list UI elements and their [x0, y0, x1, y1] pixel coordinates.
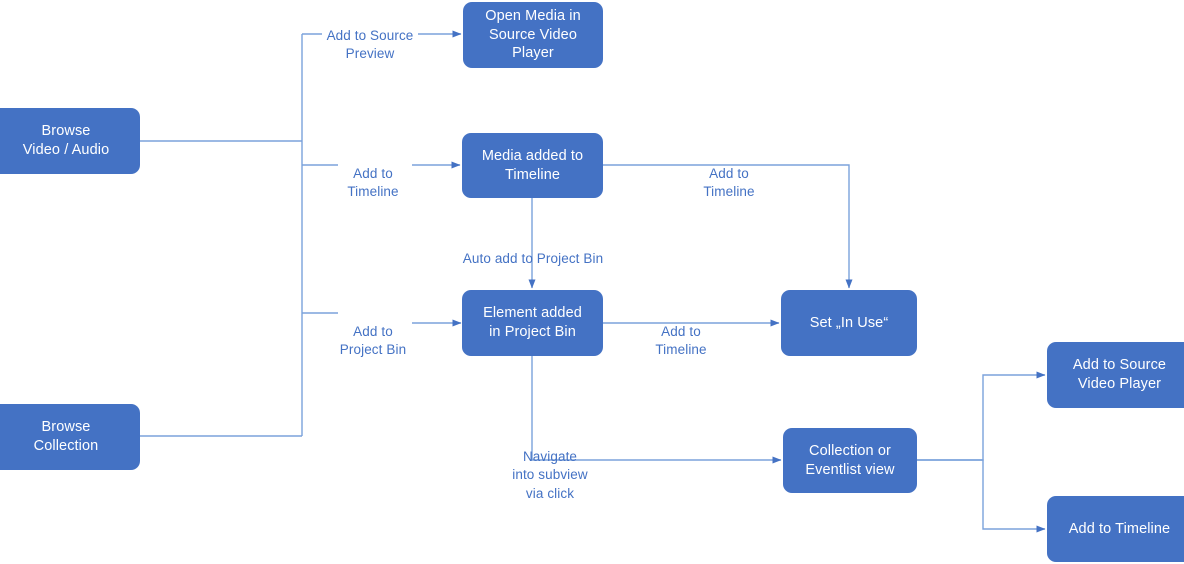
node-add-to-source-video-player[interactable]: Add to Source Video Player [1047, 342, 1184, 408]
edge-collection-to-add-source-player [917, 371, 1046, 461]
edge-label-add-to-timeline-branch: Add to Timeline [330, 146, 416, 202]
edge-label-text: Navigate into subview via click [512, 448, 588, 501]
edge-label-text: Add to Timeline [703, 165, 755, 200]
node-set-in-use[interactable]: Set „In Use“ [781, 290, 917, 356]
node-label: Media added to Timeline [481, 147, 584, 183]
edge-label-add-to-timeline-mid: Add to Timeline [638, 304, 724, 360]
edge-label-navigate-into-subview: Navigate into subview via click [485, 429, 615, 504]
edge-label-add-to-project-bin: Add to Project Bin [320, 304, 426, 360]
node-label: Set „In Use“ [809, 314, 889, 331]
node-label: Add to Timeline [1068, 520, 1171, 537]
edge-label-auto-add-to-project-bin: Auto add to Project Bin [440, 231, 626, 268]
node-label: Element added in Project Bin [483, 305, 582, 340]
edge-label-text: Add to Source Preview [326, 27, 414, 62]
node-browse-collection[interactable]: Browse Collection [0, 404, 140, 470]
node-collection-eventlist-view[interactable]: Collection or Eventlist view [783, 428, 917, 493]
node-label: Open Media in Source Video Player [485, 8, 581, 62]
node-media-added-timeline[interactable]: Media added to Timeline [462, 133, 603, 198]
node-open-media-source-player[interactable]: Open Media in Source Video Player [463, 2, 603, 68]
edge-label-text: Add to Timeline [347, 165, 399, 200]
node-browse-video-audio[interactable]: Browse Video / Audio [0, 108, 140, 174]
edge-label-text: Add to Project Bin [339, 323, 407, 358]
node-label: Collection or Eventlist view [805, 442, 895, 478]
node-label: Browse Collection [33, 419, 99, 454]
edge-collection-to-add-timeline [917, 459, 1046, 533]
node-label: Browse Video / Audio [22, 123, 110, 158]
node-add-to-timeline[interactable]: Add to Timeline [1047, 496, 1184, 562]
edge-label-text: Auto add to Project Bin [462, 250, 604, 266]
edge-label-add-to-source-preview: Add to Source Preview [305, 8, 435, 64]
node-label: Add to Source Video Player [1072, 357, 1167, 392]
edge-label-text: Add to Timeline [655, 323, 707, 358]
node-element-added-project-bin[interactable]: Element added in Project Bin [462, 290, 603, 356]
edge-label-add-to-timeline-top: Add to Timeline [686, 146, 772, 202]
